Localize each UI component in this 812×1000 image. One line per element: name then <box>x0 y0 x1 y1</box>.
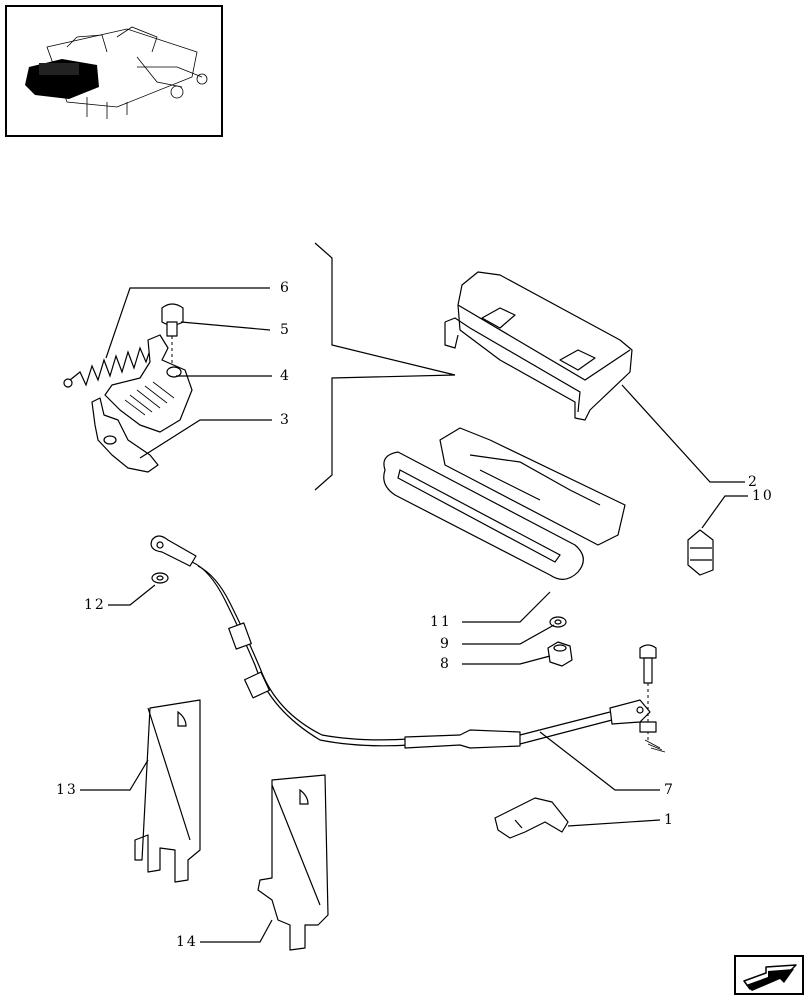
part-8-nut <box>547 641 573 667</box>
part-1-bracket <box>494 797 569 839</box>
callout-10: 10 <box>752 488 774 504</box>
next-page-arrow-icon <box>743 964 797 991</box>
callout-2: 2 <box>748 474 759 490</box>
part-9-washer <box>549 616 567 628</box>
part-12-nut <box>151 572 169 584</box>
leader-lines <box>80 287 748 943</box>
part-3-bracket <box>91 397 159 473</box>
cable-end-pin <box>639 644 666 753</box>
callout-9: 9 <box>440 636 451 652</box>
callout-13: 13 <box>56 782 78 798</box>
locator-thumbnail <box>5 5 223 137</box>
callout-7: 7 <box>664 782 675 798</box>
assembly-locator-icon <box>25 26 208 119</box>
callout-11: 11 <box>430 614 452 630</box>
callout-4: 4 <box>280 368 291 384</box>
part-14-plate <box>257 774 329 951</box>
part-4-quadrant <box>104 334 193 433</box>
part-13-plate <box>134 699 201 883</box>
callout-5: 5 <box>280 322 291 338</box>
part-7-cable <box>150 535 651 749</box>
callout-6: 6 <box>280 280 291 296</box>
callout-3: 3 <box>280 412 291 428</box>
callout-8: 8 <box>440 656 451 672</box>
separator-lines <box>314 242 456 491</box>
part-2-handle-cover <box>444 271 633 421</box>
next-page-button[interactable] <box>734 955 804 995</box>
callout-1: 1 <box>664 812 675 828</box>
callout-12: 12 <box>84 597 106 613</box>
part-11-grip-frame <box>383 427 626 580</box>
callout-labels: 6 5 4 3 2 10 11 9 8 12 7 1 13 14 <box>56 280 774 950</box>
part-10-clip <box>687 529 714 576</box>
callout-14: 14 <box>176 934 198 950</box>
